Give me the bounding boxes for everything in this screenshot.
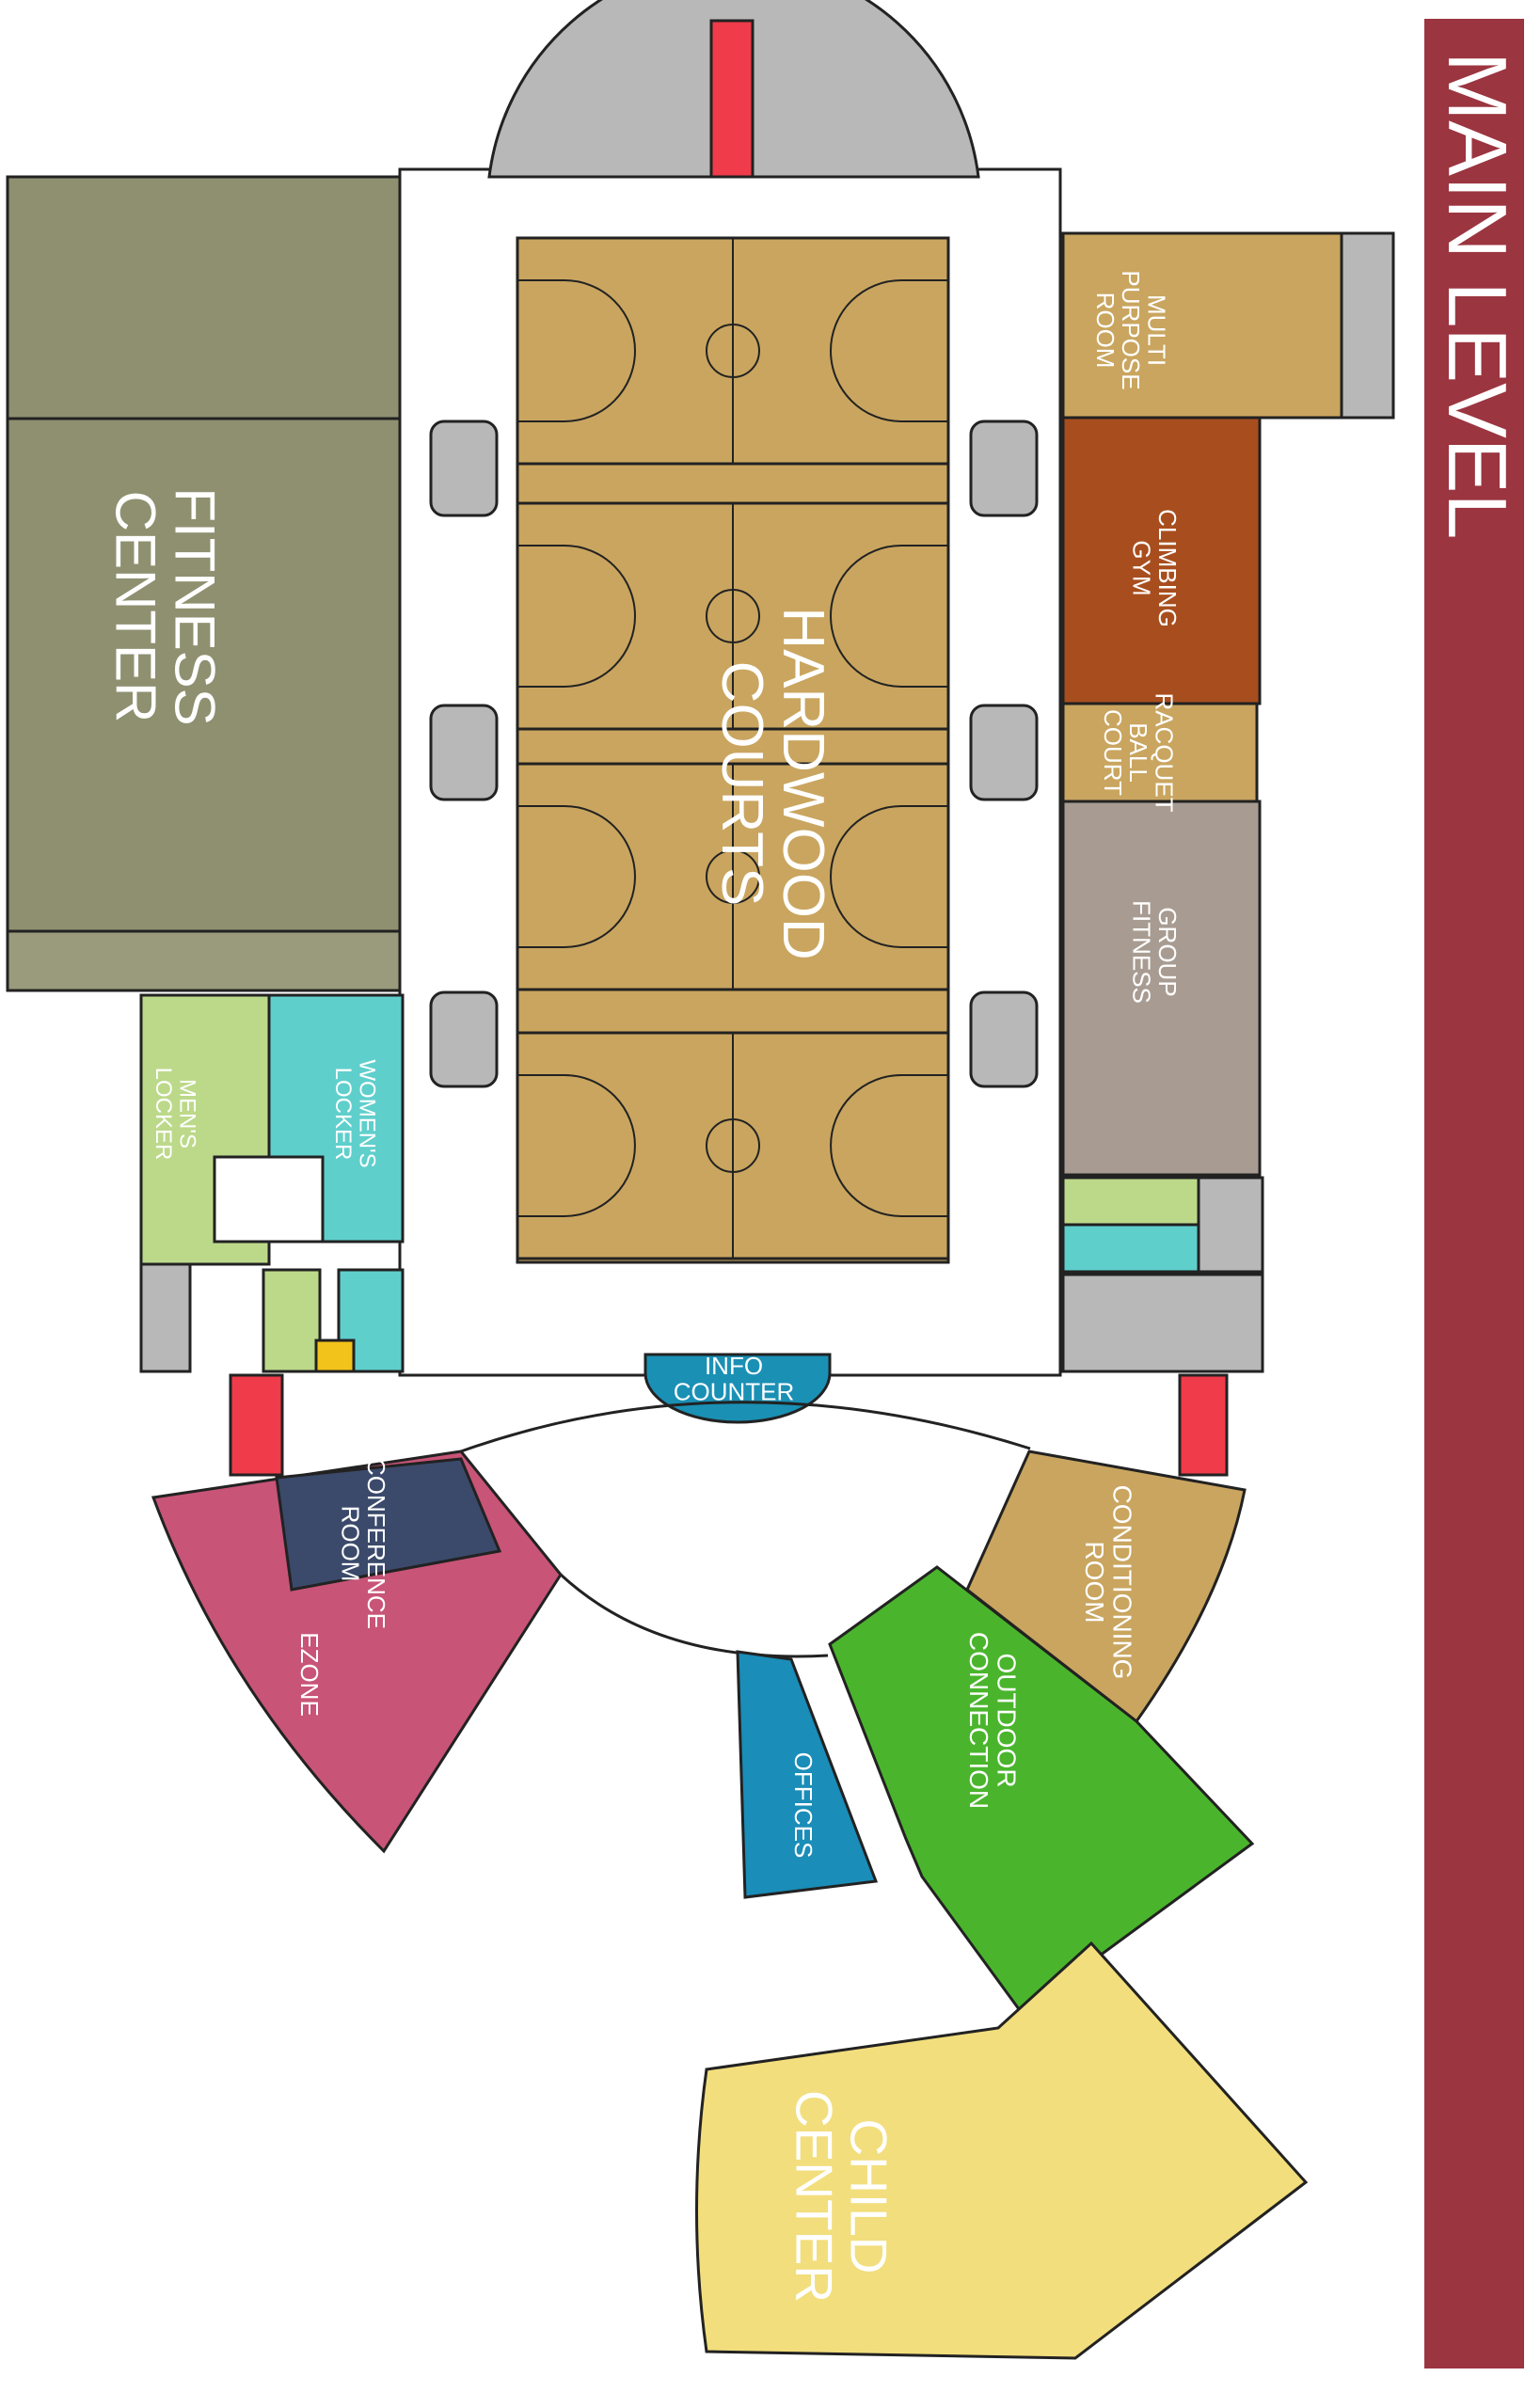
offices-label: OFFICES [789,1752,818,1859]
group-fitness-label: FITNESS [1127,900,1155,1004]
multi-purpose-room-area [1061,231,1343,420]
restroom [1061,1176,1200,1227]
fitness-stairs-strip [6,929,402,992]
conditioning-room-label: ROOM [1080,1541,1109,1623]
child-center-area [695,1941,1309,2360]
ezone-label: EZONE [295,1632,324,1717]
climbing-gym-label: GYM [1127,540,1155,595]
room-labels: FITNESSCENTERHARDWOODCOURTSMULTIPURPOSER… [104,270,1182,2303]
key-arc [517,279,636,422]
utility [314,1339,356,1373]
group-fitness-area [1061,800,1262,1177]
racquet-ball-court-label: RACQUET [1150,692,1178,812]
racquet-ball-court-label: BALL [1124,722,1152,783]
child-center-label: CHILD [839,2118,898,2273]
racquet-ball-court-area [1061,702,1259,803]
room-shapes [6,0,1395,2360]
lobby-arc [559,1573,829,1658]
info-counter-area [643,1353,832,1424]
conference-room-label: ROOM [336,1506,364,1582]
bleacher-pod [429,420,499,517]
key-arc [517,545,636,688]
center-circle [706,324,760,378]
bleacher-pod [429,704,499,801]
climbing-gym-area [1061,416,1262,705]
hardwood-courts-label: COURTS [709,661,774,907]
mens-locker-label: LOCKER [151,1068,176,1161]
level-title: MAIN LEVEL [1431,52,1524,539]
info-counter-label: INFO [705,1352,763,1380]
outdoor-connection-area [828,1565,1255,2016]
child-center-label: CENTER [786,2090,844,2303]
womens-locker-label: WOMEN'S [354,1059,379,1167]
service-room [139,1262,192,1373]
restroom [262,1268,322,1373]
key-arc [517,805,636,948]
outdoor-connection-label: OUTDOOR [992,1653,1021,1787]
key-arc [830,1074,948,1217]
conference-room-label: CONFERENCE [362,1458,390,1629]
east-connector [1178,1373,1229,1477]
storage [1340,231,1395,420]
multi-purpose-room-label: PURPOSE [1117,270,1145,389]
restroom [1061,1223,1200,1274]
bleacher-pod [969,704,1039,801]
center-circle [706,1118,760,1173]
bleacher-pod [969,990,1039,1088]
multi-purpose-room-label: ROOM [1091,293,1120,369]
bleacher-pod [969,420,1039,517]
conditioning-room-area [965,1450,1247,1724]
info-counter-label: COUNTER [674,1378,795,1406]
fitness-center-label: CENTER [104,491,167,723]
bleacher-pod [429,990,499,1088]
key-arc [830,545,948,688]
offices-area [736,1650,879,1899]
key-arc [830,805,948,948]
fitness-center-label: FITNESS [164,487,227,725]
conditioning-room-label: CONDITIONING [1107,1485,1136,1680]
center-circle [706,849,760,904]
service-room [1061,1273,1264,1373]
center-circle [706,589,760,643]
west-connector [229,1373,284,1477]
locker-corridor [213,1155,325,1244]
mens-locker-label: MEN'S [174,1079,199,1149]
key-arc [517,1074,636,1217]
group-fitness-label: GROUP [1153,907,1182,996]
service-room [1197,1176,1264,1274]
fitness-center-area [6,175,402,992]
racquet-ball-court-label: COURT [1099,709,1127,796]
outdoor-connection-label: CONNECTION [964,1632,993,1809]
lobby-arc [460,1401,1031,1453]
north-stair [709,19,755,179]
hardwood-courts-label: HARDWOOD [770,607,835,959]
multi-purpose-room-label: MULTI [1142,294,1170,366]
level-banner [1424,19,1524,2368]
key-arc [830,279,948,422]
womens-locker-label: LOCKER [330,1068,356,1161]
conference-room-area [275,1457,502,1592]
climbing-gym-label: CLIMBING [1153,509,1182,627]
